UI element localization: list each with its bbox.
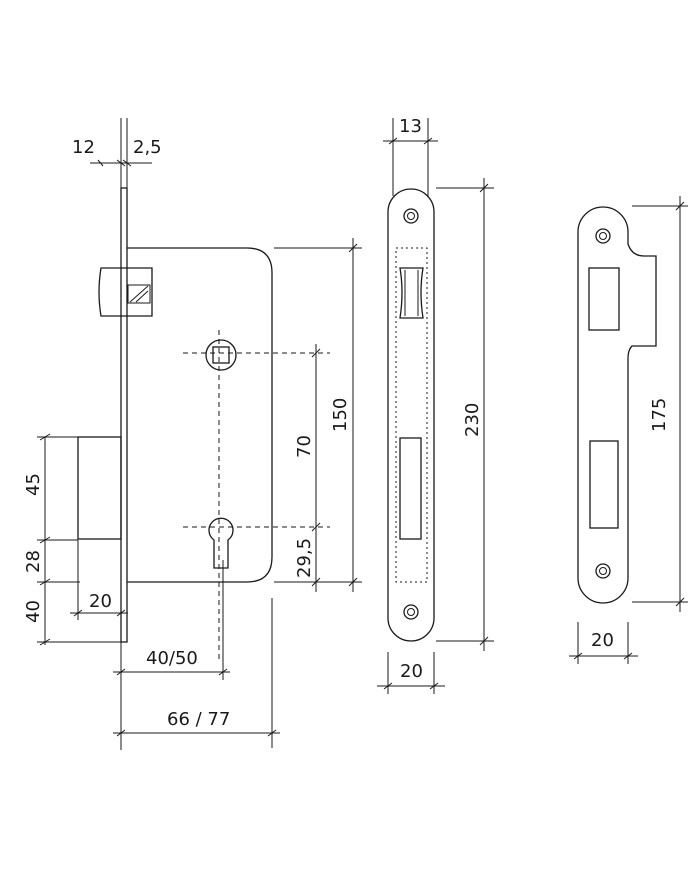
- dim-faceplate-bottom-width: 20: [377, 652, 445, 694]
- dim-top-faceplate: 12 2,5: [72, 118, 162, 190]
- dim-label-40-50: 40/50: [146, 648, 198, 669]
- strike-bolt-opening: [589, 440, 619, 529]
- dim-body-height: 150: [274, 238, 362, 592]
- keyhole: [208, 517, 234, 569]
- bolt-front: [399, 437, 422, 540]
- dim-strike-width: 20: [569, 622, 638, 664]
- lock-case: [127, 247, 273, 583]
- dim-label-20-bolt: 20: [89, 591, 112, 612]
- dim-left-vertical: 45 28 40: [23, 433, 121, 646]
- case-outline-hidden: [395, 247, 428, 583]
- screw-top-icon: [403, 208, 419, 224]
- dim-strike-length: 175: [632, 196, 688, 612]
- faceplate-front: [387, 188, 435, 642]
- dim-label-20-strike: 20: [591, 630, 614, 651]
- dim-faceplate-length: 230: [436, 178, 494, 651]
- dim-backset: 40/50: [113, 642, 230, 750]
- dim-bolt-width: 20: [70, 540, 128, 620]
- screw-bottom-icon: [403, 604, 419, 620]
- dim-body-depth: 66 / 77: [113, 598, 280, 748]
- strike-screw-top-icon: [595, 228, 611, 244]
- dim-label-13: 13: [399, 116, 422, 137]
- strike-latch-opening: [588, 267, 620, 331]
- dim-label-12: 12: [72, 137, 95, 158]
- faceplate-side: [120, 187, 128, 643]
- dim-label-29-5: 29,5: [294, 538, 315, 578]
- dim-handle-key: 70 29,5: [294, 344, 321, 592]
- dim-label-40: 40: [23, 600, 44, 623]
- handle-spindle-hub: [205, 339, 237, 371]
- dim-label-175: 175: [649, 398, 670, 432]
- dim-label-230: 230: [462, 403, 483, 437]
- latch-inner: [127, 284, 151, 304]
- dim-label-66-77: 66 / 77: [167, 709, 230, 730]
- lock-side-view: [77, 187, 330, 680]
- dim-faceplate-width-top: 13: [383, 116, 438, 196]
- latch-front: [399, 267, 424, 319]
- strike-plate-view: [577, 206, 657, 604]
- faceplate-front-view: [387, 188, 435, 642]
- dim-label-70: 70: [294, 435, 315, 458]
- dim-label-2-5: 2,5: [133, 137, 162, 158]
- strike-screw-bottom-icon: [595, 563, 611, 579]
- dim-label-45: 45: [23, 473, 44, 496]
- dim-label-20-faceplate: 20: [400, 661, 423, 682]
- strike-plate: [577, 206, 657, 604]
- handle-spindle-square: [212, 346, 230, 364]
- deadbolt: [77, 436, 122, 540]
- latch: [98, 267, 153, 317]
- dim-label-150: 150: [330, 398, 351, 432]
- dim-label-28: 28: [23, 550, 44, 573]
